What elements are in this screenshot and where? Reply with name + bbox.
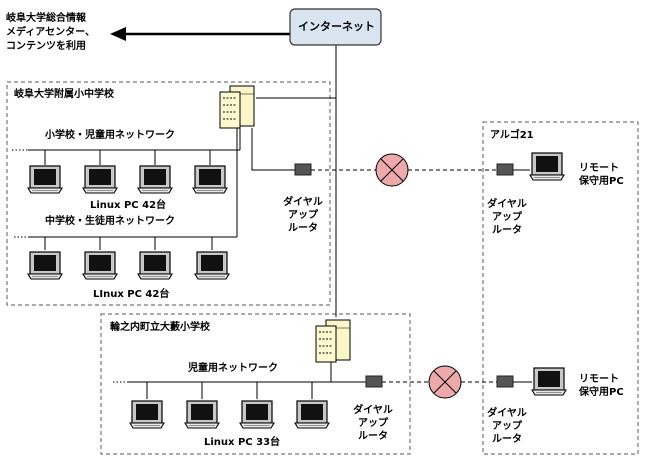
algo-box [482, 121, 639, 455]
junior-laptop-3 [137, 251, 173, 280]
remote-pc2-label: リモート保守用PC [579, 374, 624, 398]
remote-pc-2 [531, 367, 567, 396]
elem-network-label: 小学校・児童用ネットワーク [45, 130, 175, 141]
internet-label: インターネット [298, 20, 375, 33]
school1-box [6, 81, 331, 306]
elem-laptop-4 [192, 165, 228, 194]
internet-box [289, 8, 382, 46]
telephone-node-1 [375, 153, 409, 187]
algo-router1-label: ダイヤルアップルータ [487, 199, 527, 236]
gifu-note-line3: コンテンツを利用 [6, 41, 86, 52]
algo-title: アルゴ21 [490, 130, 534, 141]
school1-router-link [251, 128, 297, 171]
algo-router-1 [496, 163, 514, 176]
school2-router [365, 375, 383, 388]
telephone-node-2 [428, 365, 462, 399]
algo-router-2 [496, 375, 514, 388]
elem-laptop-2 [82, 165, 118, 194]
school2-title: 輪之内町立大藪小学校 [110, 322, 210, 333]
school1-router-label: ダイヤルアップルータ [283, 197, 323, 234]
school1-router [294, 163, 312, 176]
school2-laptop-1 [129, 400, 165, 429]
algo-router2-label: ダイヤルアップルータ [487, 408, 527, 445]
school2-pc-count: Linux PC 33台 [204, 437, 281, 448]
elem-laptop-1 [27, 165, 63, 194]
junior-laptop-2 [82, 251, 118, 280]
school2-laptop-4 [294, 400, 330, 429]
school2-router-label: ダイヤルアップルータ [353, 405, 393, 442]
remote-pc-1 [529, 152, 565, 181]
elem-laptop-3 [137, 165, 173, 194]
gifu-note-line2: メディアセンター、 [6, 27, 95, 38]
remote-pc1-label: リモート保守用PC [579, 163, 624, 187]
school2-box [100, 313, 411, 455]
junior-pc-count: LInux PC 42台 [93, 289, 170, 300]
school2-laptop-2 [184, 400, 220, 429]
school2-server [315, 319, 351, 363]
school1-title: 岐阜大学附属小中学校 [14, 89, 114, 100]
school1-server [219, 85, 255, 129]
gifu-note-line1: 岐阜大学総合情報 [6, 13, 86, 24]
junior-laptop-1 [27, 251, 63, 280]
junior-laptop-4 [194, 251, 230, 280]
junior-network-label: 中学校・生徒用ネットワーク [45, 216, 175, 227]
school2-laptop-3 [239, 400, 275, 429]
school2-network-label: 児童用ネットワーク [188, 363, 278, 374]
elem-pc-count: Linux PC 42台 [90, 200, 167, 211]
